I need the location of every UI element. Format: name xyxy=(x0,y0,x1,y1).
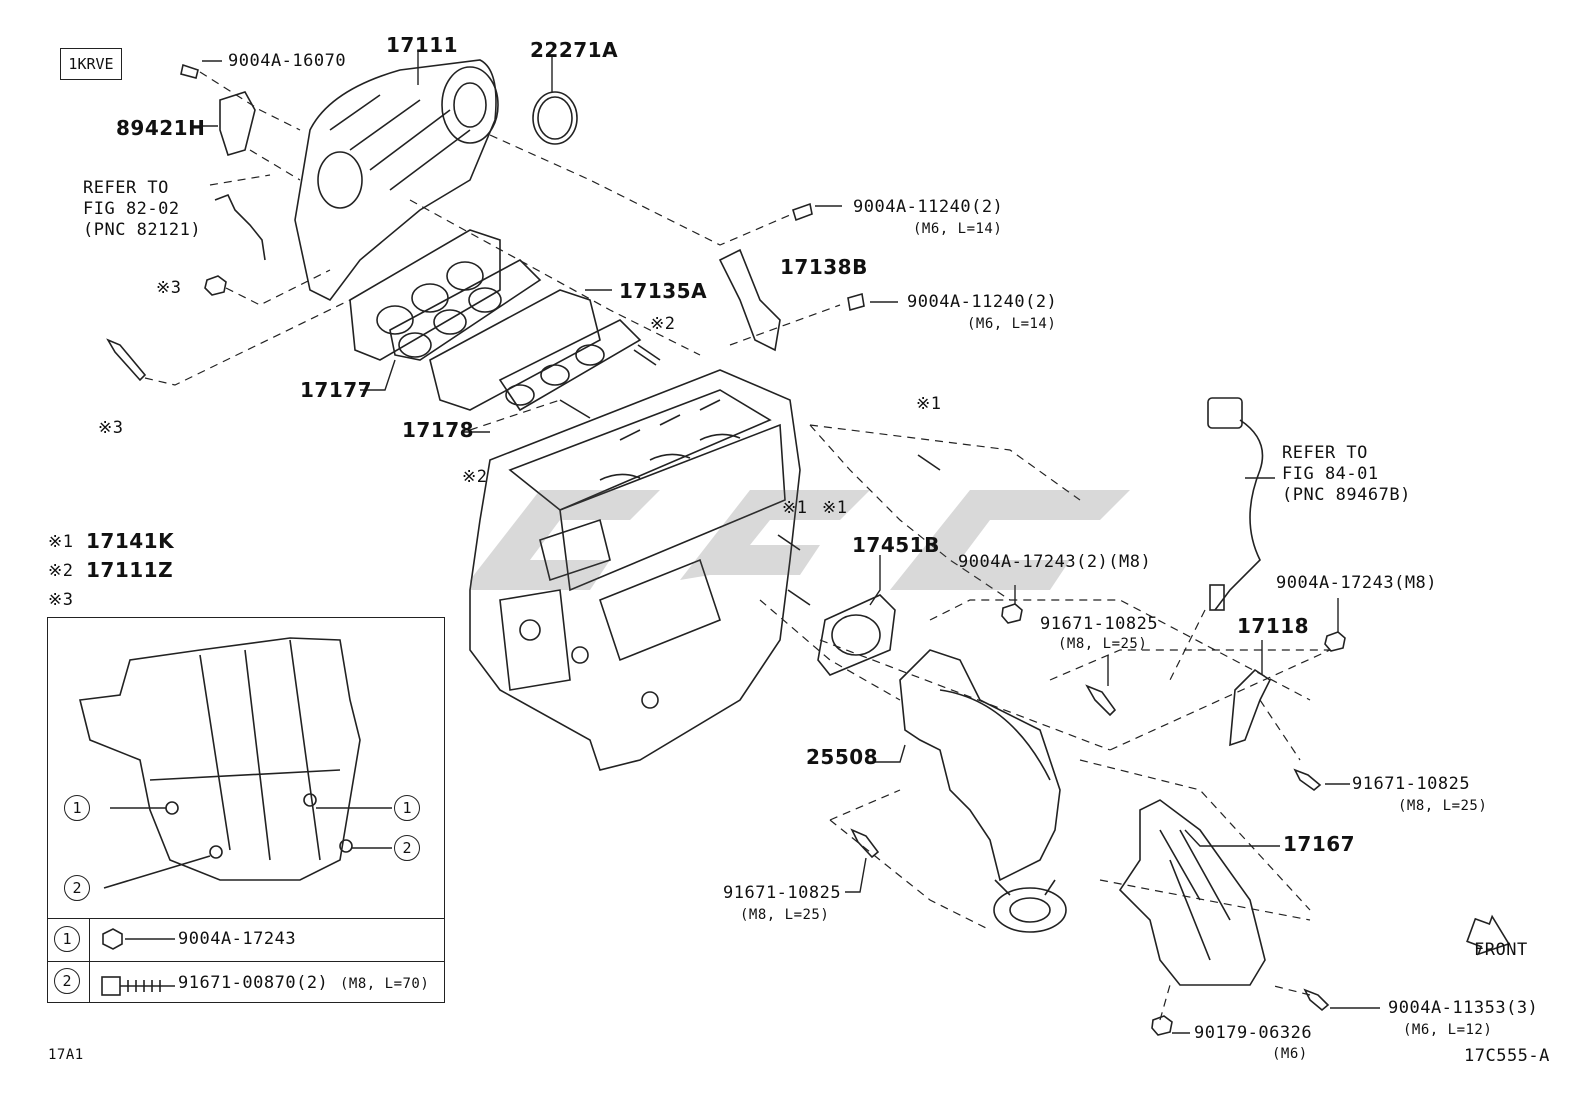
part-25508[interactable]: 25508 xyxy=(806,745,879,769)
intake-manifold-shape xyxy=(294,59,499,302)
part-9004a-17243-2[interactable]: 9004A-17243(2)(M8) xyxy=(958,552,1152,572)
note-x3-bolt: ※3 xyxy=(98,418,124,438)
engine-code-tag: 1KRVE xyxy=(60,48,122,80)
part-9004a-11240-upper[interactable]: 9004A-11240(2) xyxy=(853,197,1004,217)
refer-fig-84-01-line1: REFER TO xyxy=(1282,443,1368,463)
note-x2-stud-upper: ※2 xyxy=(650,314,676,334)
part-22271a[interactable]: 22271A xyxy=(530,38,619,62)
watermark-logo xyxy=(470,490,1130,590)
note3-mark: ※3 xyxy=(48,590,74,610)
part-91671-10825-right[interactable]: 91671-10825 xyxy=(1352,774,1471,794)
front-arrow-icon xyxy=(1466,914,1510,956)
note2-part-17111z[interactable]: 17111Z xyxy=(86,558,174,582)
part-9004a-11353-spec: (M6, L=12) xyxy=(1403,1022,1493,1038)
part-17138b[interactable]: 17138B xyxy=(780,255,868,279)
page-reference: 17A1 xyxy=(48,1047,84,1063)
part-89421h[interactable]: 89421H xyxy=(116,116,206,140)
refer-fig-82-02-line3: (PNC 82121) xyxy=(83,220,202,240)
heat-insulator-shape xyxy=(1118,799,1266,986)
oxygen-sensor-shape xyxy=(1207,397,1264,611)
part-91671-10825-upper-spec: (M8, L=25) xyxy=(1058,636,1148,652)
sensor-89421h-shape xyxy=(219,91,256,156)
legend-row1-key: 1 xyxy=(54,926,80,952)
refer-fig-82-02-line1: REFER TO xyxy=(83,178,169,198)
part-9004a-16070[interactable]: 9004A-16070 xyxy=(228,51,347,71)
diagram-id: 17C555-A xyxy=(1464,1046,1550,1066)
part-17111[interactable]: 17111 xyxy=(386,33,459,57)
part-17135a[interactable]: 17135A xyxy=(619,279,708,303)
exhaust-gasket-shape xyxy=(817,594,896,676)
refer-fig-82-02-line2[interactable]: FIG 82-02 xyxy=(83,199,180,219)
part-9004a-11353[interactable]: 9004A-11353(3) xyxy=(1388,998,1539,1018)
fastener-shapes xyxy=(106,63,1346,1036)
note-x3-nut: ※3 xyxy=(156,278,182,298)
part-17177[interactable]: 17177 xyxy=(300,378,373,402)
part-17451b[interactable]: 17451B xyxy=(852,533,940,557)
cylinder-head-shape xyxy=(469,369,801,771)
front-label: FRONT xyxy=(1474,940,1528,960)
legend-row2-part[interactable]: 91671-00870(2) xyxy=(178,973,329,993)
bracket-17118-shape xyxy=(1229,668,1272,747)
part-91671-10825-lower-spec: (M8, L=25) xyxy=(740,907,830,923)
manifold-gasket-shape xyxy=(349,229,542,361)
bracket-17138b-shape xyxy=(718,248,781,352)
note-x1-stud-c: ※1 xyxy=(822,498,848,518)
legend-row1-part[interactable]: 9004A-17243 xyxy=(178,929,297,949)
legend-row-1 xyxy=(47,918,445,962)
assembly-dashed-lines xyxy=(144,71,1331,1021)
callout-1-right: 1 xyxy=(394,795,420,821)
legend-divider xyxy=(89,918,90,1002)
legend-box xyxy=(47,617,445,1003)
injector-holder-shape xyxy=(429,289,642,412)
callout-2-right: 2 xyxy=(394,835,420,861)
part-17118[interactable]: 17118 xyxy=(1237,614,1310,638)
part-90179-06326-spec: (M6) xyxy=(1272,1046,1308,1062)
note-x2-stud-lower: ※2 xyxy=(462,467,488,487)
refer-fig-84-01-line2[interactable]: FIG 84-01 xyxy=(1282,464,1379,484)
exhaust-manifold-shape xyxy=(899,649,1067,933)
callout-2-left: 2 xyxy=(64,875,90,901)
legend-manifold-drawing xyxy=(79,637,392,996)
wire-harness-shape xyxy=(214,193,266,261)
legend-row2-key: 2 xyxy=(54,968,80,994)
callout-1-left: 1 xyxy=(64,795,90,821)
throttle-gasket-ring xyxy=(532,91,578,145)
part-9004a-11240-lower-spec: (M6, L=14) xyxy=(967,316,1057,332)
note2-mark: ※2 xyxy=(48,561,74,581)
note-x1-stud-a: ※1 xyxy=(916,394,942,414)
part-91671-10825-lower[interactable]: 91671-10825 xyxy=(723,883,842,903)
leader-lines xyxy=(190,50,1380,1034)
note-x1-stud-b: ※1 xyxy=(782,498,808,518)
part-9004a-11240-upper-spec: (M6, L=14) xyxy=(913,221,1003,237)
part-90179-06326[interactable]: 90179-06326 xyxy=(1194,1023,1313,1043)
part-9004a-11240-lower[interactable]: 9004A-11240(2) xyxy=(907,292,1058,312)
note1-mark: ※1 xyxy=(48,532,74,552)
part-17167[interactable]: 17167 xyxy=(1283,832,1356,856)
part-91671-10825-right-spec: (M8, L=25) xyxy=(1398,798,1488,814)
part-17178[interactable]: 17178 xyxy=(402,418,475,442)
note1-part-17141k[interactable]: 17141K xyxy=(86,529,175,553)
part-9004a-17243[interactable]: 9004A-17243(M8) xyxy=(1276,573,1438,593)
legend-row2-spec: (M8, L=70) xyxy=(340,976,430,992)
part-91671-10825-upper[interactable]: 91671-10825 xyxy=(1040,614,1159,634)
refer-fig-84-01-line3: (PNC 89467B) xyxy=(1282,485,1411,505)
